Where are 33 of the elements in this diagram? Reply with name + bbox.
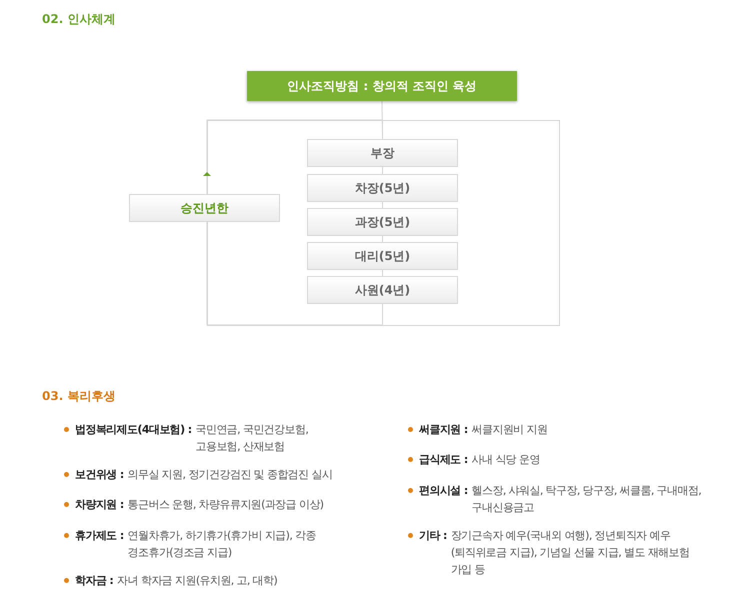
connector-line [382, 270, 383, 276]
rank-box: 부장 [307, 139, 458, 167]
arrow [203, 120, 383, 194]
rank-box: 사원(4년) [307, 276, 458, 304]
benefit-term: 보건위생 : [75, 467, 124, 483]
connector-line [382, 202, 383, 208]
connector-line [382, 166, 383, 174]
benefit-term: 급식제도 : [419, 452, 468, 468]
benefit-description: 국민연금, 국민건강보험, 고용보험, 산재보험 [196, 422, 310, 455]
rank-box: 대리(5년) [307, 242, 458, 270]
policy-banner: 인사조직방침 : 창의적 조직인 육성 [247, 71, 517, 101]
section-heading: 03. 복리후생 [42, 388, 116, 405]
connector-line [206, 222, 383, 326]
benefit-description: 써클지원비 지원 [472, 422, 548, 438]
benefit-term: 써클지원 : [419, 422, 468, 438]
rank-box: 승진년한 [129, 194, 280, 222]
benefit-term: 휴가제도 : [75, 528, 124, 544]
rank-box: 차장(5년) [307, 174, 458, 202]
connector-line [382, 236, 383, 242]
benefit-description: 의무실 지원, 정기건강검진 및 종합검진 실시 [128, 467, 334, 483]
benefit-description: 헬스장, 샤워실, 탁구장, 당구장, 써클룸, 구내매점, 구내신용금고 [472, 483, 702, 516]
benefit-term: 편의시설 : [419, 483, 468, 499]
benefit-description: 사내 식당 운영 [472, 452, 541, 468]
benefit-term: 학자금 : [75, 573, 114, 589]
benefit-term: 법정복리제도(4대보험) : [75, 422, 192, 438]
benefit-description: 통근버스 운행, 차량유류지원(과장급 이상) [128, 497, 324, 513]
benefit-description: 자녀 학자금 지원(유치원, 고, 대학) [117, 573, 278, 589]
benefit-term: 기타 : [419, 528, 447, 544]
rank-box: 과장(5년) [307, 208, 458, 236]
benefit-description: 연월차휴가, 하기휴가(휴가비 지급), 각종 경조휴가(경조금 지급) [128, 528, 317, 561]
benefit-term: 차량지원 : [75, 497, 124, 513]
benefit-description: 장기근속자 예우(국내외 여행), 정년퇴직자 예우(퇴직위로금 지급), 기념일 선물 지급, 별도 재해보험 가입 등 [450, 528, 690, 578]
section-heading: 02. 인사체계 [42, 11, 116, 28]
